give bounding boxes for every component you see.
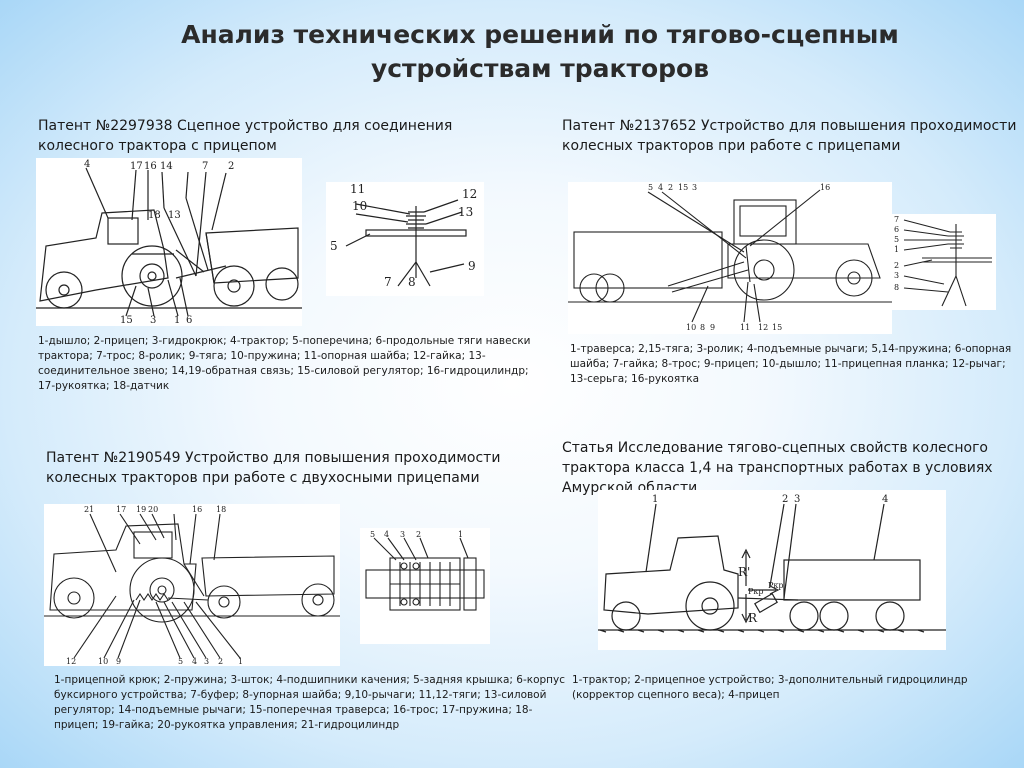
article-label-2: 2 — [782, 494, 788, 505]
p1-detail-label-10: 10 — [352, 199, 367, 213]
p1-label-17: 17 — [130, 161, 143, 172]
p3-label-4: 4 — [192, 657, 197, 666]
p3-label-19: 19 — [136, 505, 146, 514]
slide-title: Анализ технических решений по тягово-сце… — [181, 20, 899, 83]
p2-label-2: 2 — [668, 183, 673, 192]
p3-detail-label-4: 4 — [384, 530, 389, 539]
article-label-r-prime: R' — [738, 565, 750, 579]
p2-detail-label-5: 5 — [894, 235, 899, 244]
p2-detail-label-2: 2 — [894, 261, 899, 270]
patent2-main-figure: 5 4 2 15 3 16 10 8 9 11 12 15 — [568, 182, 892, 334]
patent1-main-figure: 4 17 16 14 7 2 18 13 15 3 1 6 — [36, 158, 302, 326]
patent3-main-figure: 21 17 19 20 16 18 12 10 9 5 4 3 2 1 — [44, 504, 340, 666]
p3-detail-label-5: 5 — [370, 530, 375, 539]
p2-detail-label-7: 7 — [894, 215, 899, 224]
p3-label-17: 17 — [116, 505, 126, 514]
article-label-4: 4 — [882, 494, 888, 505]
patent1-detail-figure: 11 10 12 13 5 9 7 8 — [326, 182, 484, 296]
p1-detail-label-11: 11 — [350, 182, 365, 196]
p3-label-21: 21 — [84, 505, 94, 514]
p1-label-4: 4 — [84, 159, 90, 170]
patent1-caption: 1-дышло; 2-прицеп; 3-гидрокрюк; 4-тракто… — [38, 335, 531, 392]
p3-label-20: 20 — [148, 505, 158, 514]
p1-label-14: 14 — [160, 161, 173, 172]
p2-detail-label-3: 3 — [894, 271, 899, 280]
article-label-pkr-2: Pкр — [768, 581, 784, 590]
p1-label-7: 7 — [202, 161, 208, 172]
article-heading: Статья Исследование тягово-сцепных свойс… — [562, 440, 993, 496]
p3-detail-label-2: 2 — [416, 530, 421, 539]
p1-detail-label-9: 9 — [468, 259, 476, 273]
patent2-heading: Патент №2137652 Устройство для повышения… — [562, 118, 1017, 154]
p2-label-11: 11 — [740, 323, 750, 332]
p3-label-16: 16 — [192, 505, 202, 514]
patent2-caption: 1-траверса; 2,15-тяга; 3-ролик; 4-подъем… — [570, 343, 1012, 385]
patent1-heading: Патент №2297938 Сцепное устройство для с… — [38, 118, 453, 154]
p2-label-9: 9 — [710, 323, 715, 332]
p2-label-3: 3 — [692, 183, 697, 192]
p3-label-2: 2 — [218, 657, 223, 666]
p1-label-13: 13 — [168, 210, 181, 221]
p1-detail-label-8: 8 — [408, 275, 416, 289]
p2-label-5: 5 — [648, 183, 653, 192]
p3-label-9: 9 — [116, 657, 121, 666]
p1-detail-label-5: 5 — [330, 239, 338, 253]
p3-label-3: 3 — [204, 657, 209, 666]
p1-detail-label-13: 13 — [458, 205, 473, 219]
patent3-caption: 1-прицепной крюк; 2-пружина; 3-шток; 4-п… — [54, 674, 566, 731]
p1-label-2: 2 — [228, 161, 234, 172]
article-label-pkr-1: Pкр — [748, 587, 764, 596]
p1-detail-label-12: 12 — [462, 187, 477, 201]
article-caption: 1-трактор; 2-прицепное устройство; 3-доп… — [572, 674, 968, 701]
p2-label-8: 8 — [700, 323, 705, 332]
p3-detail-label-3: 3 — [400, 530, 405, 539]
p1-label-6: 6 — [186, 315, 192, 326]
p2-label-12: 12 — [758, 323, 768, 332]
p1-label-16: 16 — [144, 161, 157, 172]
patent3-heading: Патент №2190549 Устройство для повышения… — [46, 450, 501, 486]
p1-label-15: 15 — [120, 315, 133, 326]
p1-label-3: 3 — [150, 315, 156, 326]
article-label-3: 3 — [794, 494, 800, 505]
p3-label-12: 12 — [66, 657, 76, 666]
p2-detail-label-6: 6 — [894, 225, 899, 234]
patent2-detail-figure: 7 6 5 1 2 3 8 — [892, 214, 996, 310]
p2-label-4: 4 — [658, 183, 663, 192]
p2-label-15b: 15 — [772, 323, 782, 332]
p3-label-18: 18 — [216, 505, 226, 514]
p2-label-10: 10 — [686, 323, 696, 332]
p1-detail-label-7: 7 — [384, 275, 392, 289]
patent3-detail-figure: 5 4 3 2 1 — [360, 528, 490, 644]
p2-detail-label-1: 1 — [894, 245, 899, 254]
p1-label-18: 18 — [148, 210, 161, 221]
p2-label-16: 16 — [820, 183, 830, 192]
article-label-1: 1 — [652, 494, 658, 505]
p3-label-5: 5 — [178, 657, 183, 666]
article-figure: 1 2 3 4 R' Pкр Pкр R — [598, 490, 946, 650]
p3-label-1: 1 — [238, 657, 243, 666]
p3-detail-label-1: 1 — [458, 530, 463, 539]
p1-label-1: 1 — [174, 315, 180, 326]
p3-label-10: 10 — [98, 657, 108, 666]
p2-detail-label-8: 8 — [894, 283, 899, 292]
article-label-r: R — [748, 611, 758, 625]
p2-label-15: 15 — [678, 183, 688, 192]
